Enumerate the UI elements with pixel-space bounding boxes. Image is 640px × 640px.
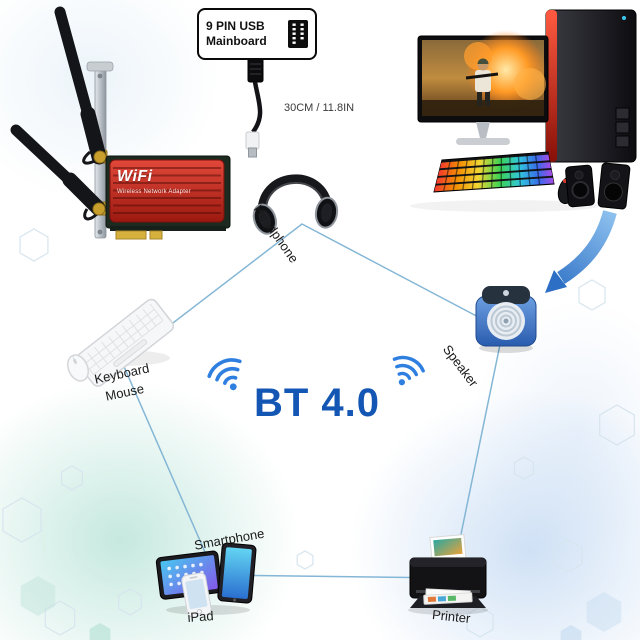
mobile-devices-image — [155, 542, 257, 618]
game-character — [465, 58, 499, 106]
desktop-speakers-image — [565, 162, 631, 210]
monitor-image — [417, 30, 549, 145]
pc-tower-image — [545, 9, 637, 163]
usb-header-label-box: 9 PIN USB Mainboard — [197, 8, 317, 60]
printer-image — [408, 534, 488, 615]
bt-version-title: BT 4.0 — [254, 381, 381, 425]
adapter-subtitle-label: Wireless Network Adapter — [117, 189, 191, 195]
antenna-icon — [10, 124, 106, 216]
headphone-image — [252, 174, 339, 235]
usb-cable-image — [245, 53, 264, 158]
pcie-edge-connector — [115, 230, 163, 240]
wifi-signal-left-icon — [207, 358, 242, 391]
wifi-signal-right-icon — [392, 355, 425, 386]
usb-label-line1: 9 PIN USB — [206, 19, 265, 33]
cable-length-label: 30CM / 11.8IN — [284, 102, 355, 114]
hex-pattern — [2, 228, 635, 640]
antenna-icon — [54, 6, 107, 165]
adapter-heatsink — [109, 159, 225, 223]
bt-speaker-image — [475, 286, 537, 353]
9pin-connector-icon — [288, 20, 308, 48]
keyboard-mouse-image — [66, 298, 175, 387]
adapter-brand-label: WiFi — [117, 168, 153, 185]
wifi-adapter-image — [10, 6, 231, 240]
connection-arrow — [545, 210, 617, 293]
gaming-keyboard-image — [433, 151, 555, 193]
node-label-ipad: iPad — [187, 608, 215, 625]
usb-label-line2: Mainboard — [206, 34, 267, 48]
